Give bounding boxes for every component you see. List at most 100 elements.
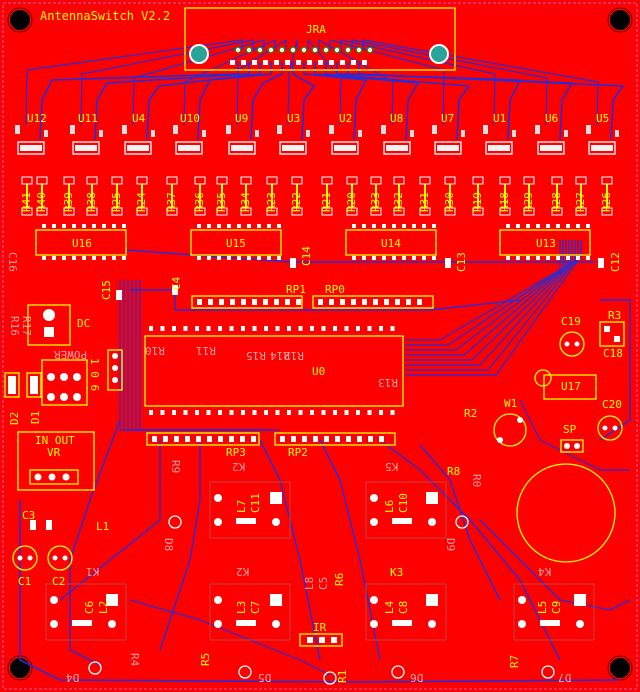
ic-pin [412,224,416,228]
mcu-pin [344,326,349,331]
rp-label: RP2 [288,446,308,459]
w1-outline [493,413,527,447]
rp-pin [373,299,378,305]
ic-pin [516,224,520,228]
mcu-pin [333,326,337,331]
diode-label: D1 [29,410,42,424]
trace [419,444,501,601]
header-pin [366,46,374,54]
header-pin [296,60,301,65]
pad [564,443,570,449]
rp-pin [324,436,329,442]
relay-body [175,141,203,155]
mcu-pin [356,326,360,331]
relay-label: U4 [132,112,146,125]
cap-label: C4 [170,276,183,290]
ic-pin [112,224,116,228]
header-pin [311,46,319,54]
ic-pin [372,256,376,260]
dc-pad [44,327,54,337]
header-pin [340,60,345,65]
mcu-pin [321,326,326,331]
sp-outline [560,439,584,453]
resistor-body [68,184,70,208]
ic-pin [516,256,520,260]
trace [80,39,254,126]
ic-pin [382,256,386,260]
relay-body [228,141,256,155]
ic-pin [392,256,396,260]
ic-pin [352,256,356,260]
relay-k-label: K2 [232,460,246,473]
header-pin [322,46,330,54]
mounting-hole [610,658,630,678]
ir-pin [307,637,313,643]
rp-pin [280,436,285,442]
resistor-pad [370,176,382,185]
r-label: R7 [508,654,521,668]
mcu-pin [149,326,153,331]
mcu-silk: R12 [284,349,304,362]
relay-label: U1 [493,112,507,125]
r-label: R2 [464,407,478,420]
ic-outline [35,229,127,256]
relay-k-outline [365,481,447,539]
mcu-pin [390,326,395,331]
ic-pin [506,256,510,260]
relay-lead [15,125,20,134]
ic-pin [62,256,66,260]
header-pin [263,60,268,65]
resistor-body [477,184,479,208]
resistor-body [606,184,608,208]
trace [39,62,239,141]
relay-lead [381,125,386,134]
header-pin [267,46,275,54]
board-title: AntennaSwitch V2.2 [40,9,171,23]
rp-pin [340,299,345,305]
relay-pad [75,145,97,151]
smd-pad [236,620,256,626]
misc-label: SP [563,423,577,436]
relay-body [279,141,307,155]
resistor-pad [194,176,206,185]
relay-k-pad [428,620,436,628]
relay-label: U12 [27,112,47,125]
mcu-pin [149,410,153,415]
trace [340,39,496,126]
smd-pad [236,518,256,524]
mcu-label: U0 [312,365,326,378]
resistor-label: R18 [498,192,511,212]
diode-label: D2 [8,411,21,425]
ic-pin [556,256,560,260]
d1-pad [30,376,38,394]
resistor-label: R25 [110,192,123,212]
mcu-pin [275,326,280,331]
relay-lead [358,130,362,137]
relay-body [537,141,565,155]
ic-pin [72,256,76,260]
ic-pin [102,256,106,260]
mcu-pin [183,326,188,331]
resistor-body [504,184,506,208]
relay-k-pad [50,620,58,628]
io-pin [112,377,118,383]
diode-pad [455,515,469,529]
vr-outline [17,431,95,491]
resistor-pad [63,176,75,185]
mcu-pin [310,326,314,331]
rp-pin [346,436,351,442]
resistor-label: R29 [522,192,535,212]
ic-pin [237,256,241,260]
trace [351,39,548,126]
ic-pin [362,256,366,260]
header-pin [307,60,312,65]
ic-pin [586,256,590,260]
relay-label: U3 [287,112,301,125]
resistor-body [199,184,201,208]
mcu-pin [310,410,314,415]
ic-pin [422,256,426,260]
relay-k-pad [426,594,438,606]
resistor-pad [393,176,405,185]
ic-pin [197,256,201,260]
